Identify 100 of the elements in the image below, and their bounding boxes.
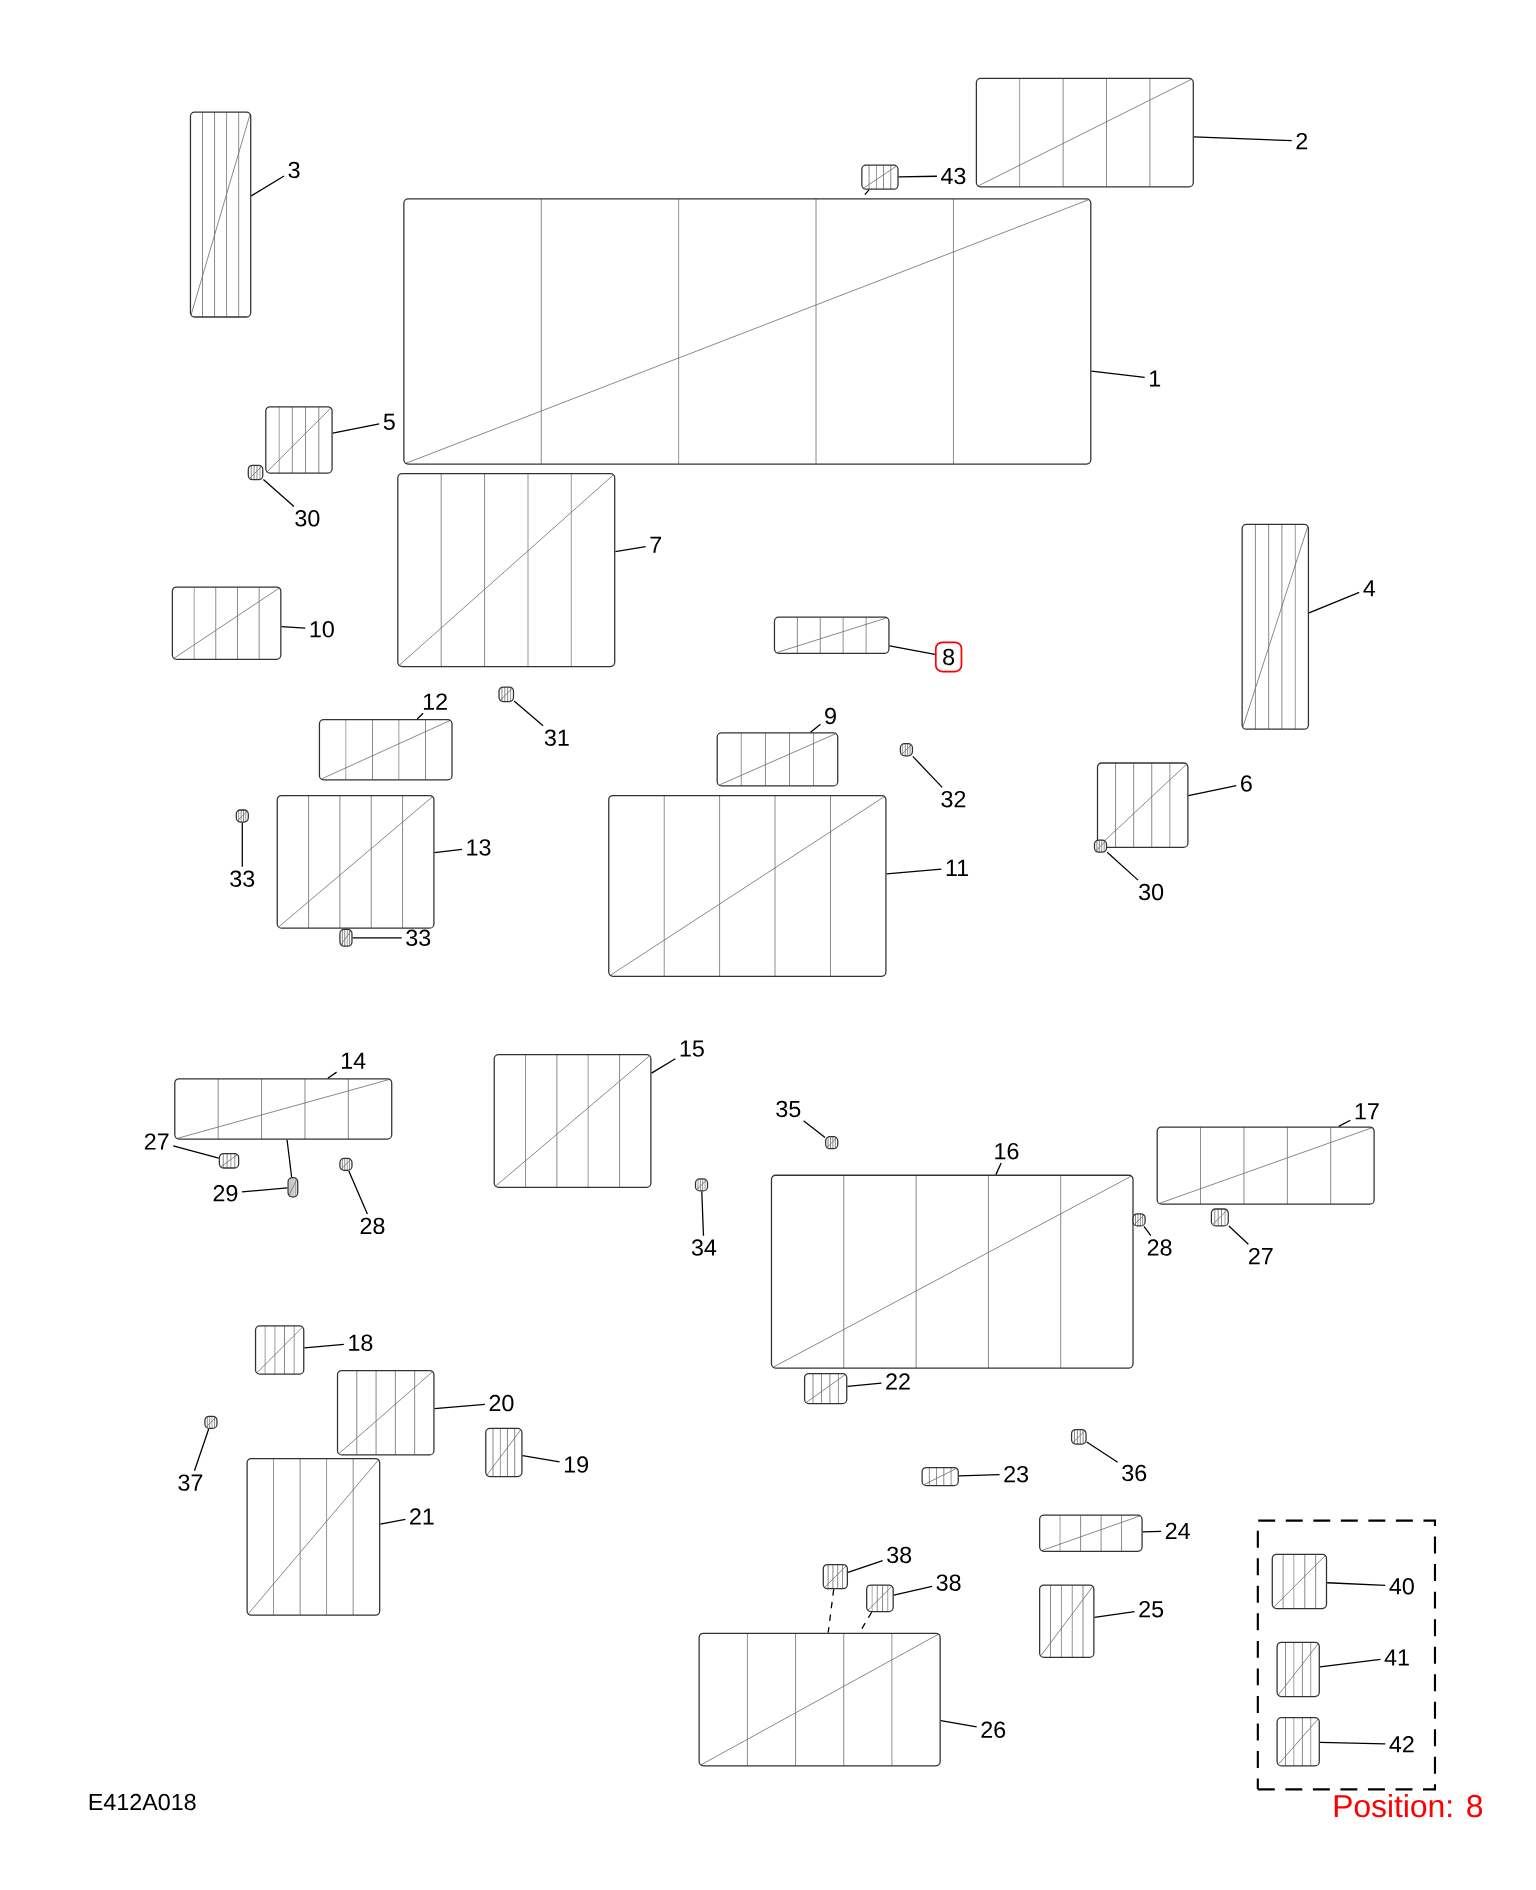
part-drawing	[319, 718, 453, 781]
part-drawing	[247, 464, 264, 481]
leader-line	[250, 175, 285, 197]
callout-number: 23	[1004, 1465, 1029, 1483]
callout-number: 26	[981, 1721, 1006, 1738]
callout-number: 10	[310, 621, 335, 638]
callout-number: 32	[941, 790, 966, 808]
part-drawing	[255, 1325, 305, 1375]
part-drawing	[1094, 839, 1108, 853]
group-frame	[1256, 1519, 1437, 1791]
callout-number: 12	[424, 693, 448, 710]
leader-line	[348, 1170, 369, 1215]
leader-line	[995, 1162, 1002, 1176]
part-drawing	[337, 1369, 435, 1456]
leader-line	[1326, 1582, 1387, 1587]
leader-line	[886, 868, 943, 875]
part-drawing	[1276, 1641, 1321, 1698]
callout-number: 29	[213, 1185, 238, 1202]
leader-line	[1086, 1441, 1119, 1463]
callout-number: 1	[1150, 370, 1161, 387]
callout-number: 15	[680, 1040, 705, 1057]
callout-number: 27	[145, 1133, 169, 1150]
callout-number: 41	[1384, 1649, 1410, 1666]
drawing-number: E412A018	[89, 1793, 196, 1811]
callout-number: 34	[692, 1239, 717, 1256]
callout-number: 33	[230, 870, 255, 887]
part-drawing	[276, 794, 435, 929]
callout-number: 24	[1166, 1522, 1191, 1539]
part-drawing	[174, 1078, 393, 1140]
part-drawing	[1241, 523, 1310, 730]
callout-number: 35	[776, 1100, 801, 1118]
leader-line	[513, 700, 544, 727]
part-drawing	[1039, 1584, 1095, 1658]
callout-number: 7	[650, 536, 662, 553]
leader-line	[803, 1120, 826, 1139]
leader-line	[1143, 1225, 1152, 1237]
callout-number: 14	[342, 1052, 366, 1069]
callout-number: 3	[288, 161, 300, 179]
leader-line	[241, 822, 244, 868]
leader-line	[281, 626, 307, 629]
part-drawing	[204, 1415, 218, 1429]
leader-line	[701, 1190, 705, 1237]
part-drawing	[695, 1178, 709, 1192]
part-drawing	[1156, 1126, 1375, 1205]
leader-line	[379, 1518, 407, 1525]
leader-line	[1193, 136, 1293, 142]
leader-line	[327, 1071, 338, 1079]
leader-line	[1142, 1530, 1162, 1533]
part-drawing	[235, 809, 250, 823]
part-drawing	[265, 406, 333, 474]
part-drawing	[975, 77, 1195, 188]
callout-number: 16	[995, 1142, 1019, 1160]
callout-number: 28	[1147, 1239, 1172, 1256]
callout-number: 8	[935, 641, 963, 673]
leader-line	[651, 1058, 677, 1074]
callout-number: 20	[489, 1394, 514, 1412]
part-drawing	[397, 473, 616, 668]
part-drawing	[899, 743, 914, 757]
part-drawing	[218, 1152, 240, 1169]
leader-line	[434, 848, 463, 854]
part-drawing	[921, 1466, 960, 1487]
part-drawing	[403, 198, 1092, 465]
part-drawing	[498, 686, 515, 703]
part-drawing	[716, 732, 839, 787]
part-drawing	[804, 1372, 848, 1405]
part-drawing	[1276, 1717, 1321, 1767]
position-note: Position: 8	[1335, 1794, 1483, 1818]
part-drawing	[861, 164, 899, 190]
leader-line	[1091, 370, 1146, 378]
part-drawing	[608, 794, 887, 977]
callout-number: 33	[406, 929, 431, 947]
callout-number: 11	[946, 859, 969, 876]
part-drawing	[1132, 1213, 1146, 1227]
assembly-line	[827, 1588, 835, 1634]
part-drawing	[1210, 1208, 1230, 1227]
callout-number: 31	[545, 729, 569, 746]
leader-line	[847, 1559, 884, 1573]
callout-number: 13	[467, 839, 491, 856]
callout-number: 18	[349, 1334, 373, 1352]
leader-line	[1319, 1658, 1382, 1668]
leader-line	[172, 1145, 220, 1159]
part-drawing	[485, 1427, 523, 1478]
part-drawing	[771, 1174, 1134, 1369]
callout-number: 22	[886, 1373, 910, 1390]
callout-number: 28	[360, 1217, 385, 1235]
part-drawing	[190, 111, 252, 318]
part-drawing	[822, 1563, 849, 1590]
part-drawing	[1097, 762, 1189, 848]
callout-number: 9	[825, 707, 837, 725]
leader-line	[958, 1474, 1001, 1477]
part-drawing	[339, 928, 353, 947]
callout-number: 30	[1139, 883, 1164, 901]
part-drawing	[493, 1054, 652, 1188]
part-drawing	[171, 586, 282, 660]
part-drawing	[246, 1457, 381, 1616]
leader-line	[1338, 1119, 1352, 1128]
leader-line	[898, 175, 938, 178]
part-drawing	[774, 616, 890, 654]
leader-line	[846, 1382, 883, 1388]
callout-number: 38	[936, 1574, 961, 1591]
